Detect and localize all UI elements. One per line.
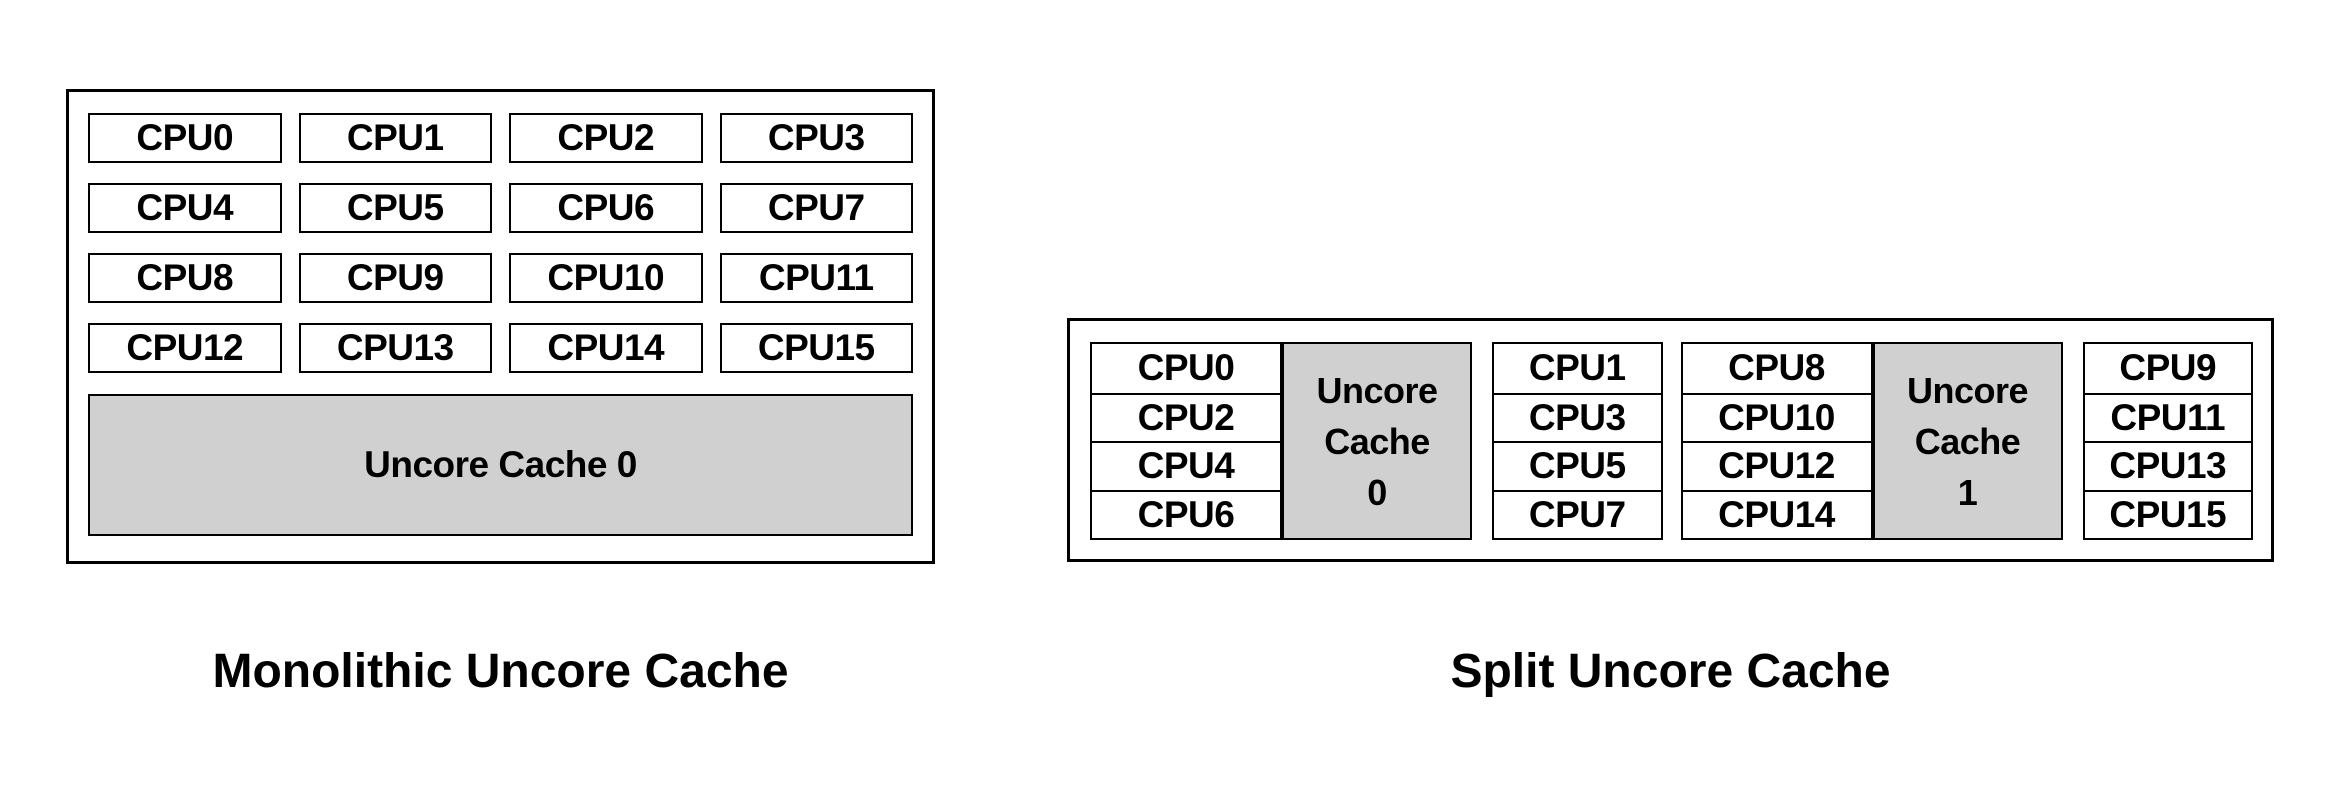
cpu-cell: CPU3 [1494,392,1661,442]
cache-label-line: 1 [1957,471,1978,513]
cpu-box: CPU9 [298,253,492,303]
cpu-cell: CPU7 [1494,489,1661,539]
cpu-cell: CPU13 [2084,441,2251,490]
cpu-box: CPU11 [719,253,913,303]
cache-label-line: Cache [1324,420,1430,462]
monolithic-diagram: CPU0 CPU1 CPU2 CPU3 CPU4 CPU5 CPU6 CPU7 … [66,89,935,564]
cpu-box: CPU15 [719,323,913,373]
cpu-box: CPU2 [509,113,703,163]
cpu-cell: CPU8 [1728,347,1825,389]
cpu-cell: CPU6 [1092,489,1280,539]
split-caption: Split Uncore Cache [1450,645,1891,698]
cache-label-line: 0 [1367,471,1387,513]
cpu-box: CPU13 [298,323,492,373]
uncore-cache-0-split-box: Uncore Cache 0 [1282,342,1472,540]
cpu-cell: CPU15 [2084,489,2251,539]
cpu-box: CPU7 [719,183,913,233]
cpu-cell: CPU0 [1137,347,1235,389]
monolithic-caption: Monolithic Uncore Cache [212,645,789,698]
split-group-1-left-cpu-column: CPU8 CPU10 CPU12 CPU14 [1680,342,1873,540]
cpu-cell: CPU12 [1682,441,1871,490]
cpu-cell: CPU10 [1682,392,1871,442]
cpu-box: CPU10 [509,253,703,303]
split-diagram: CPU0 CPU2 CPU4 CPU6 Uncore Cache 0 CPU1 … [1067,318,2274,562]
cpu-box: CPU3 [719,113,913,163]
cpu-cell: CPU2 [1092,392,1280,442]
split-group-0-right-cpu-column: CPU1 CPU3 CPU5 CPU7 [1492,342,1663,540]
uncore-cache-0-box: Uncore Cache 0 [88,394,913,536]
split-group-0-left-cpu-column: CPU0 CPU2 CPU4 CPU6 [1090,342,1282,540]
cache-label-line: Uncore [1906,369,2029,411]
cpu-cell: CPU4 [1092,441,1280,490]
cpu-cell: CPU1 [1528,347,1626,389]
cpu-cell: CPU9 [2119,347,2217,389]
cpu-box: CPU1 [298,113,492,163]
cpu-cell: CPU5 [1494,441,1661,490]
cpu-box: CPU6 [509,183,703,233]
split-group-1-right-cpu-column: CPU9 CPU11 CPU13 CPU15 [2082,342,2253,540]
cpu-box: CPU12 [88,323,282,373]
split-group-1: CPU8 CPU10 CPU12 CPU14 Uncore Cache 1 CP… [1680,342,2253,540]
cache-label-line: Cache [1914,420,2021,462]
cache-label-line: Uncore [1316,369,1438,411]
monolithic-cpu-grid: CPU0 CPU1 CPU2 CPU3 CPU4 CPU5 CPU6 CPU7 … [88,113,913,373]
cpu-box: CPU5 [298,183,492,233]
cpu-cell: CPU11 [2084,392,2251,442]
cpu-box: CPU4 [88,183,282,233]
cpu-box: CPU14 [509,323,703,373]
uncore-cache-1-split-box: Uncore Cache 1 [1872,342,2063,540]
cpu-box: CPU8 [88,253,282,303]
cpu-cell: CPU14 [1682,489,1871,539]
split-group-0: CPU0 CPU2 CPU4 CPU6 Uncore Cache 0 CPU1 … [1090,342,1663,540]
cpu-box: CPU0 [88,113,282,163]
